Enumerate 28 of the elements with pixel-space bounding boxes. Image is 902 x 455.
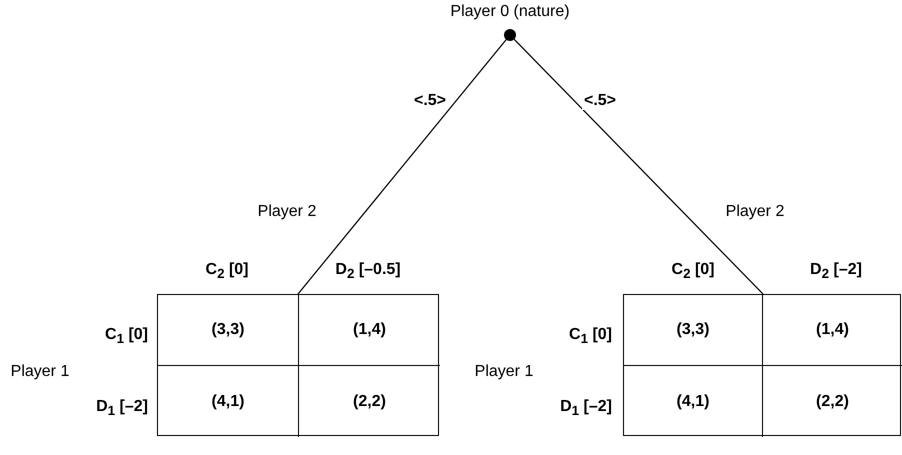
payoff-matrix (157, 294, 439, 436)
row-header: D$_{1}$ [–2] (96, 398, 148, 420)
payoff-cell: (3,3) (158, 295, 299, 366)
branch-line (298, 39, 507, 294)
player-label: Player 1 (474, 363, 534, 381)
payoff-matrix (623, 294, 901, 436)
payoff-cell: (1,4) (299, 295, 440, 366)
payoff-cell: (4,1) (158, 366, 299, 437)
row-header: C$_{1}$ [0] (569, 326, 612, 348)
edge-label: <.5> (582, 92, 618, 110)
row-header: D$_{1}$ [–2] (560, 398, 612, 420)
column-header: D$_{2}$ [–0.5] (335, 261, 401, 284)
row-header: C$_{1}$ [0] (105, 326, 148, 348)
node-caption: Player 0 (nature) (450, 3, 570, 21)
column-header: C$_{2}$ [0] (206, 261, 248, 284)
player-label: Player 2 (726, 203, 784, 221)
payoff-cell: (2,2) (299, 366, 440, 437)
column-header: C$_{2}$ [0] (672, 261, 714, 284)
player-label: Player 2 (258, 203, 316, 221)
payoff-cell: (2,2) (763, 366, 902, 437)
player-label: Player 1 (10, 363, 70, 381)
column-header: D$_{2}$ [–2] (810, 261, 862, 284)
edge-label: <.5> (412, 92, 448, 110)
chance-node-dot (504, 29, 516, 41)
branch-line (514, 38, 764, 294)
payoff-cell: (4,1) (624, 366, 763, 437)
payoff-cell: (3,3) (624, 295, 763, 366)
payoff-cell: (1,4) (763, 295, 902, 366)
